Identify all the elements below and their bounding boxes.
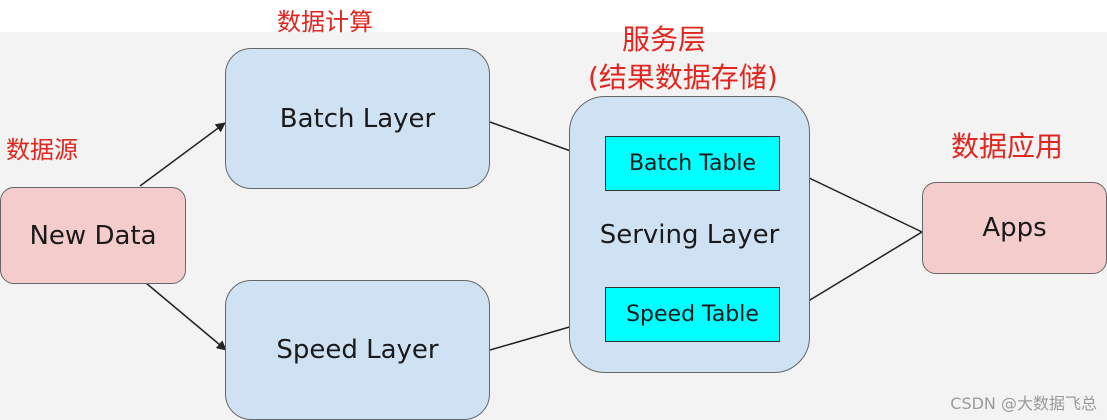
node-apps-label: Apps: [982, 213, 1047, 243]
node-serving-layer-label: Serving Layer: [599, 220, 780, 250]
node-new-data-label: New Data: [29, 220, 157, 251]
label-serving-title: 服务层: [622, 23, 707, 56]
node-new-data: New Data: [0, 187, 186, 284]
node-speed-layer: Speed Layer: [225, 280, 490, 420]
arrow-newdata-to-speed: [145, 282, 227, 351]
node-apps: Apps: [922, 182, 1107, 274]
watermark: CSDN @大数据飞总: [950, 394, 1097, 413]
node-speed-layer-label: Speed Layer: [276, 335, 439, 365]
node-batch-layer-label: Batch Layer: [279, 103, 436, 134]
label-data-app: 数据应用: [951, 130, 1064, 163]
node-batch-layer: Batch Layer: [225, 48, 490, 189]
node-batch-table-label: Batch Table: [628, 151, 757, 176]
label-serving-subtitle: (结果数据存储): [588, 61, 778, 94]
label-data-source: 数据源: [6, 136, 78, 164]
node-speed-table: Speed Table: [605, 287, 780, 342]
arrow-newdata-to-batch: [139, 122, 226, 187]
node-speed-table-label: Speed Table: [626, 302, 759, 327]
node-batch-table: Batch Table: [605, 136, 780, 191]
label-data-compute: 数据计算: [277, 8, 373, 36]
